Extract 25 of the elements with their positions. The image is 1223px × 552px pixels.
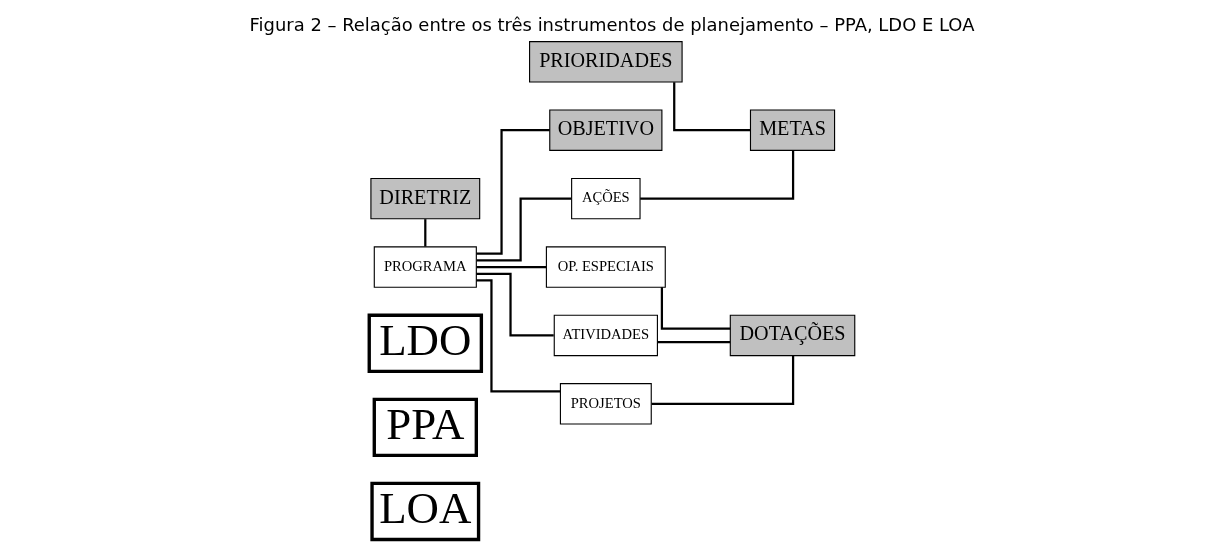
connector bbox=[672, 82, 750, 132]
node-box: DIRETRIZ bbox=[369, 177, 480, 220]
connector bbox=[651, 355, 794, 405]
node-box: LOA bbox=[369, 481, 480, 542]
node-box: ATIVIDADES bbox=[553, 314, 658, 357]
node-box: PPA bbox=[372, 397, 478, 458]
connector bbox=[660, 287, 730, 330]
node-box: AÇÕES bbox=[570, 177, 641, 220]
connector bbox=[476, 197, 571, 262]
node-box: PROJETOS bbox=[559, 383, 652, 425]
node-box: METAS bbox=[749, 109, 835, 151]
node-box: DOTAÇÕES bbox=[729, 314, 855, 357]
connector bbox=[476, 265, 546, 269]
node-box: LDO bbox=[367, 313, 483, 373]
connector bbox=[475, 272, 554, 337]
connector bbox=[639, 150, 794, 200]
connector bbox=[423, 219, 426, 247]
connector bbox=[657, 341, 730, 344]
node-box: PRIORIDADES bbox=[528, 41, 683, 83]
connector bbox=[476, 129, 550, 255]
node-box: PROGRAMA bbox=[373, 246, 477, 288]
node-box: OP. ESPECIAIS bbox=[545, 246, 666, 288]
connector bbox=[475, 279, 560, 393]
diagram-title: Figura 2 – Relação entre os três instrumentos de planejamento – PPA, LDO E LOA bbox=[249, 14, 974, 36]
node-box: OBJETIVO bbox=[548, 109, 662, 151]
